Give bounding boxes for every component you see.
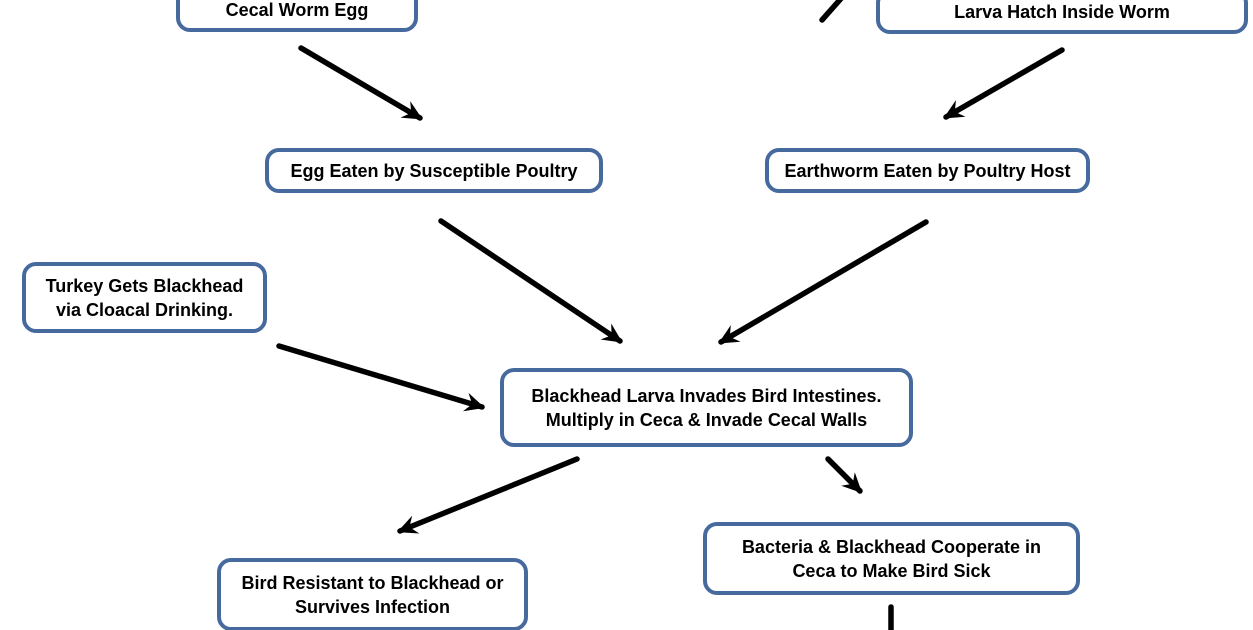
node-turkey-gets-blackhead: Turkey Gets Blackhead via Cloacal Drinki…: [22, 262, 267, 333]
arrow-earthworm-to-central: [718, 219, 929, 345]
node-bacteria-blackhead-cooperate: Bacteria & Blackhead Cooperate in Ceca t…: [703, 522, 1080, 595]
node-egg-eaten-by-susceptible-poultry: Egg Eaten by Susceptible Poultry: [265, 148, 603, 193]
arrow-central-to-resistant: [397, 456, 580, 534]
arrow-larva-to-earthworm: [943, 47, 1065, 120]
arrow-offscreen-to-larva: [819, 0, 844, 23]
node-cecal-worm-egg: Cecal Worm Egg: [176, 0, 418, 32]
node-blackhead-larva-invades: Blackhead Larva Invades Bird Intestines.…: [500, 368, 913, 447]
node-larva-hatch-inside-worm: Larva Hatch Inside Worm: [876, 0, 1248, 34]
arrow-cecal-to-egg-eaten: [298, 45, 423, 121]
arrow-central-to-bacteria: [825, 456, 863, 494]
node-bird-resistant-or-survives: Bird Resistant to Blackhead or Survives …: [217, 558, 528, 630]
arrow-egg-eaten-to-central: [438, 218, 623, 344]
node-earthworm-eaten-by-poultry-host: Earthworm Eaten by Poultry Host: [765, 148, 1090, 193]
arrow-turkey-to-central: [276, 343, 485, 412]
